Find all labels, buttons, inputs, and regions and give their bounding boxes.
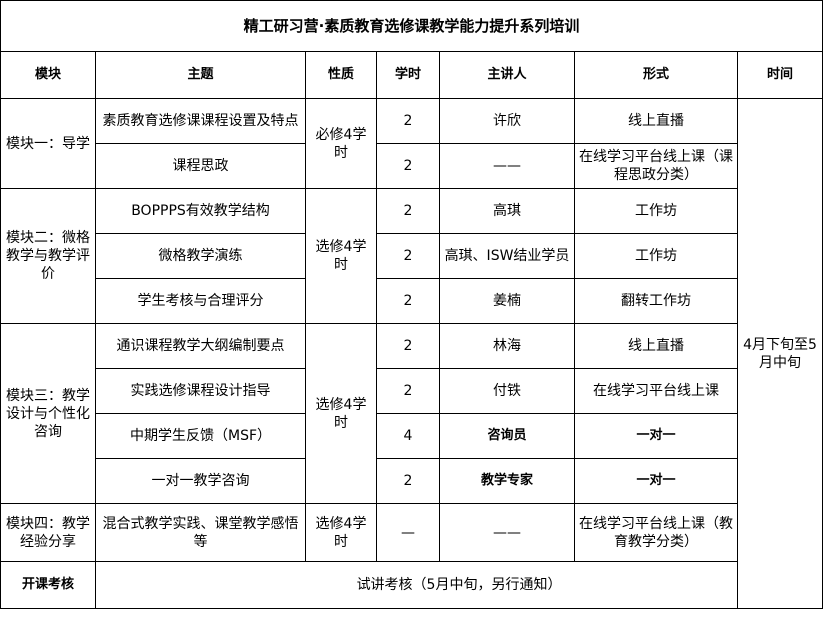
format-cell: 工作坊 <box>574 233 738 279</box>
lecturer-cell: —— <box>439 143 575 189</box>
hours-cell: 2 <box>376 368 440 414</box>
hours-cell: 2 <box>376 233 440 279</box>
time-cell: 4月下旬至5月中旬 <box>736 98 823 609</box>
hours-cell: 2 <box>376 98 440 144</box>
header-lecturer: 主讲人 <box>439 51 575 99</box>
format-cell: 一对一 <box>574 413 738 459</box>
table-row: 微格教学演练 2 高琪、ISW结业学员 工作坊 <box>1 233 823 279</box>
format-cell: 线上直播 <box>574 98 738 144</box>
lecturer-cell: 付铁 <box>439 368 575 414</box>
lecturer-cell: 教学专家 <box>439 458 575 504</box>
header-hours: 学时 <box>376 51 440 99</box>
lecturer-cell: 林海 <box>439 323 575 369</box>
table-row: 中期学生反馈（MSF） 4 咨询员 一对一 <box>1 413 823 459</box>
module-name: 模块三：教学设计与个性化咨询 <box>0 323 96 504</box>
format-cell: 在线学习平台线上课 <box>574 368 738 414</box>
lecturer-cell: —— <box>439 503 575 562</box>
header-row: 模块 主题 性质 学时 主讲人 形式 时间 <box>0 51 823 99</box>
topic-cell: 中期学生反馈（MSF） <box>95 413 306 459</box>
topic-cell: 课程思政 <box>95 143 306 189</box>
topic-cell: 微格教学演练 <box>95 233 306 279</box>
lecturer-cell: 姜楠 <box>439 278 575 324</box>
topic-cell: 一对一教学咨询 <box>95 458 306 504</box>
nature-cell: 选修4学时 <box>305 503 377 562</box>
hours-cell: 2 <box>376 323 440 369</box>
format-cell: 在线学习平台线上课（课程思政分类） <box>574 143 738 189</box>
table-row: 课程思政 2 —— 在线学习平台线上课（课程思政分类） <box>1 143 823 189</box>
table-row: 实践选修课程设计指导 2 付铁 在线学习平台线上课 <box>1 368 823 414</box>
topic-cell: 实践选修课程设计指导 <box>95 368 306 414</box>
table-row: 模块二：微格教学与教学评价 BOPPPS有效教学结构 选修4学时 2 高琪 工作… <box>0 188 823 324</box>
nature-cell: 选修4学时 <box>305 188 377 324</box>
lecturer-cell: 许欣 <box>439 98 575 144</box>
table-row: 一对一教学咨询 2 教学专家 一对一 <box>1 458 823 504</box>
format-cell: 在线学习平台线上课（教育教学分类） <box>574 503 738 562</box>
table-row: 模块三：教学设计与个性化咨询 通识课程教学大纲编制要点 选修4学时 2 林海 线… <box>0 323 823 504</box>
header-time: 时间 <box>736 51 823 99</box>
training-schedule-table: 精工研习营·素质教育选修课教学能力提升系列培训 模块 主题 性质 学时 主讲人 … <box>0 0 823 609</box>
hours-cell: — <box>376 503 440 562</box>
lecturer-cell: 高琪、ISW结业学员 <box>439 233 575 279</box>
module-name: 模块二：微格教学与教学评价 <box>0 188 96 324</box>
table-row: 学生考核与合理评分 2 姜楠 翻转工作坊 <box>1 278 823 324</box>
hours-cell: 2 <box>376 143 440 189</box>
format-cell: 翻转工作坊 <box>574 278 738 324</box>
table-row: 模块四：教学经验分享 混合式教学实践、课堂教学感悟等 选修4学时 — —— 在线… <box>0 503 823 562</box>
hours-cell: 2 <box>376 188 440 234</box>
header-format: 形式 <box>574 51 738 99</box>
header-topic: 主题 <box>95 51 306 99</box>
nature-cell: 选修4学时 <box>305 323 377 504</box>
table-title: 精工研习营·素质教育选修课教学能力提升系列培训 <box>0 0 823 52</box>
hours-cell: 2 <box>376 458 440 504</box>
module-name: 模块一：导学 <box>0 98 96 189</box>
lecturer-cell: 高琪 <box>439 188 575 234</box>
footer-label: 开课考核 <box>0 561 96 609</box>
topic-cell: BOPPPS有效教学结构 <box>95 188 306 234</box>
header-module: 模块 <box>0 51 96 99</box>
module-name: 模块四：教学经验分享 <box>0 503 96 562</box>
hours-cell: 2 <box>376 278 440 324</box>
topic-cell: 混合式教学实践、课堂教学感悟等 <box>95 503 306 562</box>
topic-cell: 学生考核与合理评分 <box>95 278 306 324</box>
format-cell: 一对一 <box>574 458 738 504</box>
footer-text: 试讲考核（5月中旬，另行通知） <box>94 561 823 609</box>
format-cell: 线上直播 <box>574 323 738 369</box>
header-nature: 性质 <box>305 51 377 99</box>
lecturer-cell: 咨询员 <box>439 413 575 459</box>
nature-cell: 必修4学时 <box>305 98 377 189</box>
topic-cell: 通识课程教学大纲编制要点 <box>95 323 306 369</box>
topic-cell: 素质教育选修课课程设置及特点 <box>95 98 306 144</box>
hours-cell: 4 <box>376 413 440 459</box>
footer-row: 开课考核 试讲考核（5月中旬，另行通知） <box>0 561 823 609</box>
table-row: 模块一：导学 素质教育选修课课程设置及特点 必修4学时 2 许欣 线上直播 4月… <box>0 98 823 609</box>
format-cell: 工作坊 <box>574 188 738 234</box>
